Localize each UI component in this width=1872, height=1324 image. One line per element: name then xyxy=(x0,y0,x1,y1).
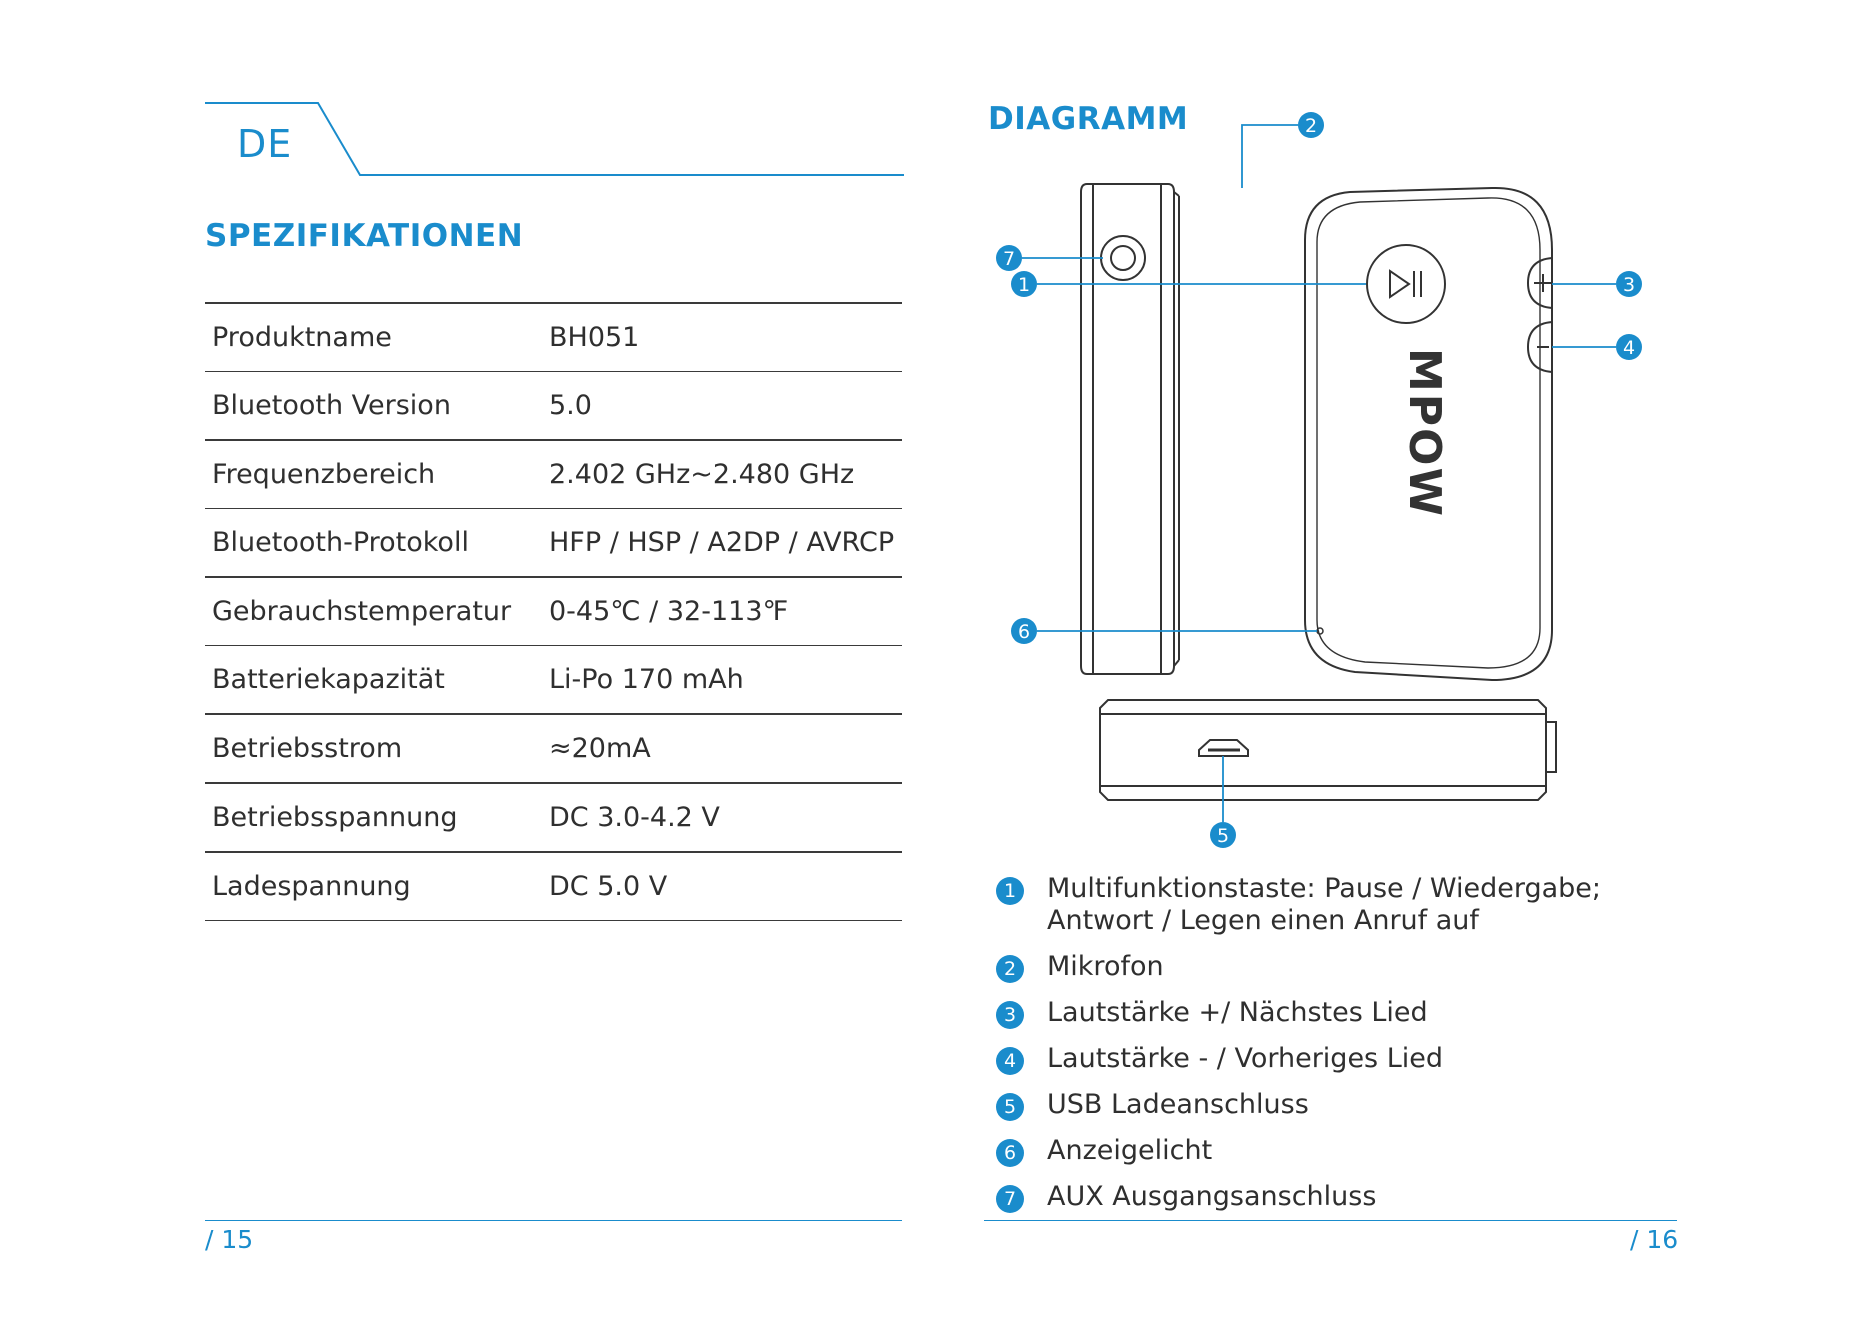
spec-key: Ladespannung xyxy=(212,871,411,902)
language-tab xyxy=(205,102,905,177)
legend-item: 4 Lautstärke - / Vorheriges Lied xyxy=(996,1043,1616,1075)
page-number-left: / 15 xyxy=(205,1225,254,1254)
spec-key: Gebrauchstemperatur xyxy=(212,596,512,627)
legend-text: AUX Ausgangsanschluss xyxy=(1047,1181,1377,1212)
spec-row: Gebrauchstemperatur 0-45℃ / 32-113℉ xyxy=(205,578,902,646)
legend-item: 5 USB Ladeanschluss xyxy=(996,1089,1616,1121)
brand-logo: MPOW xyxy=(1399,348,1450,518)
footer-divider-left xyxy=(205,1220,902,1221)
page-number-right: / 16 xyxy=(1630,1225,1679,1254)
legend-number: 4 xyxy=(996,1047,1024,1075)
legend-item: 3 Lautstärke +/ Nächstes Lied xyxy=(996,997,1616,1029)
legend-item: 6 Anzeigelicht xyxy=(996,1135,1616,1167)
diagram-title: DIAGRAMM xyxy=(988,101,1189,137)
spec-row: Ladespannung DC 5.0 V xyxy=(205,853,902,921)
spec-value: 2.402 GHz~2.480 GHz xyxy=(549,459,855,490)
spec-value: DC 3.0-4.2 V xyxy=(549,802,720,833)
spec-key: Batteriekapazität xyxy=(212,664,445,695)
callout-1: 1 xyxy=(1011,271,1037,297)
legend-text: Lautstärke +/ Nächstes Lied xyxy=(1047,997,1428,1028)
legend-number: 5 xyxy=(996,1093,1024,1121)
spec-key: Frequenzbereich xyxy=(212,459,436,490)
legend-text: Mikrofon xyxy=(1047,951,1164,982)
callout-3: 3 xyxy=(1616,271,1642,297)
callout-6: 6 xyxy=(1011,618,1037,644)
spec-value: ≈20mA xyxy=(549,733,651,764)
legend-number: 1 xyxy=(996,877,1024,905)
callout-7: 7 xyxy=(996,245,1022,271)
spec-title: SPEZIFIKATIONEN xyxy=(205,218,524,254)
legend-number: 6 xyxy=(996,1139,1024,1167)
legend-item: 7 AUX Ausgangsanschluss xyxy=(996,1181,1616,1213)
legend-number: 7 xyxy=(996,1185,1024,1213)
aux-port-icon xyxy=(1100,235,1146,281)
spec-key: Produktname xyxy=(212,322,392,353)
spec-row: Betriebsspannung DC 3.0-4.2 V xyxy=(205,784,902,853)
volume-down-button-icon xyxy=(1526,321,1553,373)
legend-number: 2 xyxy=(996,955,1024,983)
spec-value: DC 5.0 V xyxy=(549,871,668,902)
svg-text:2: 2 xyxy=(1305,115,1317,137)
spec-key: Betriebsstrom xyxy=(212,733,403,764)
legend-text: Lautstärke - / Vorheriges Lied xyxy=(1047,1043,1443,1074)
spec-key: Bluetooth Version xyxy=(212,390,451,421)
spec-row: Batteriekapazität Li-Po 170 mAh xyxy=(205,646,902,715)
spec-value: BH051 xyxy=(549,322,640,353)
legend-number: 3 xyxy=(996,1001,1024,1029)
device-front-view xyxy=(1304,186,1553,682)
spec-row: Bluetooth Version 5.0 xyxy=(205,372,902,441)
svg-text:1: 1 xyxy=(1018,274,1030,296)
spec-value: Li-Po 170 mAh xyxy=(549,664,744,695)
callout-line-2 xyxy=(1241,124,1298,188)
legend-text: USB Ladeanschluss xyxy=(1047,1089,1309,1120)
language-label: DE xyxy=(237,122,293,166)
legend-item: 1 Multifunktionstaste: Pause / Wiedergab… xyxy=(996,873,1616,937)
spec-table: Produktname BH051 Bluetooth Version 5.0 … xyxy=(205,302,902,921)
spec-row: Produktname BH051 xyxy=(205,304,902,372)
usb-port-icon xyxy=(1198,739,1249,757)
legend-list: 1 Multifunktionstaste: Pause / Wiedergab… xyxy=(996,873,1616,1213)
spec-value: 0-45℃ / 32-113℉ xyxy=(549,596,789,627)
legend-text: Anzeigelicht xyxy=(1047,1135,1213,1166)
spec-row: Frequenzbereich 2.402 GHz~2.480 GHz xyxy=(205,441,902,509)
svg-text:5: 5 xyxy=(1217,825,1229,847)
svg-text:6: 6 xyxy=(1018,621,1030,643)
legend-text: Multifunktionstaste: Pause / Wiedergabe;… xyxy=(1047,873,1602,936)
spec-value: HFP / HSP / A2DP / AVRCP xyxy=(549,527,895,558)
play-pause-button-icon xyxy=(1366,244,1446,324)
footer-divider-right xyxy=(984,1220,1677,1221)
legend-item: 2 Mikrofon xyxy=(996,951,1616,983)
spec-row: Bluetooth-Protokoll HFP / HSP / A2DP / A… xyxy=(205,509,902,578)
svg-text:3: 3 xyxy=(1623,274,1635,296)
callout-5: 5 xyxy=(1210,822,1236,848)
volume-up-button-icon xyxy=(1526,257,1553,309)
device-diagram: 7 1 2 3 4 6 5 MPOW xyxy=(996,112,1642,848)
svg-text:7: 7 xyxy=(1003,248,1015,270)
device-bottom-view xyxy=(1099,699,1557,801)
callout-4: 4 xyxy=(1616,334,1642,360)
spec-key: Bluetooth-Protokoll xyxy=(212,527,469,558)
spec-row: Betriebsstrom ≈20mA xyxy=(205,715,902,784)
device-side-view xyxy=(1080,183,1180,675)
callout-2: 2 xyxy=(1298,112,1324,138)
spec-value: 5.0 xyxy=(549,390,592,421)
svg-text:4: 4 xyxy=(1623,337,1635,359)
spec-key: Betriebsspannung xyxy=(212,802,458,833)
